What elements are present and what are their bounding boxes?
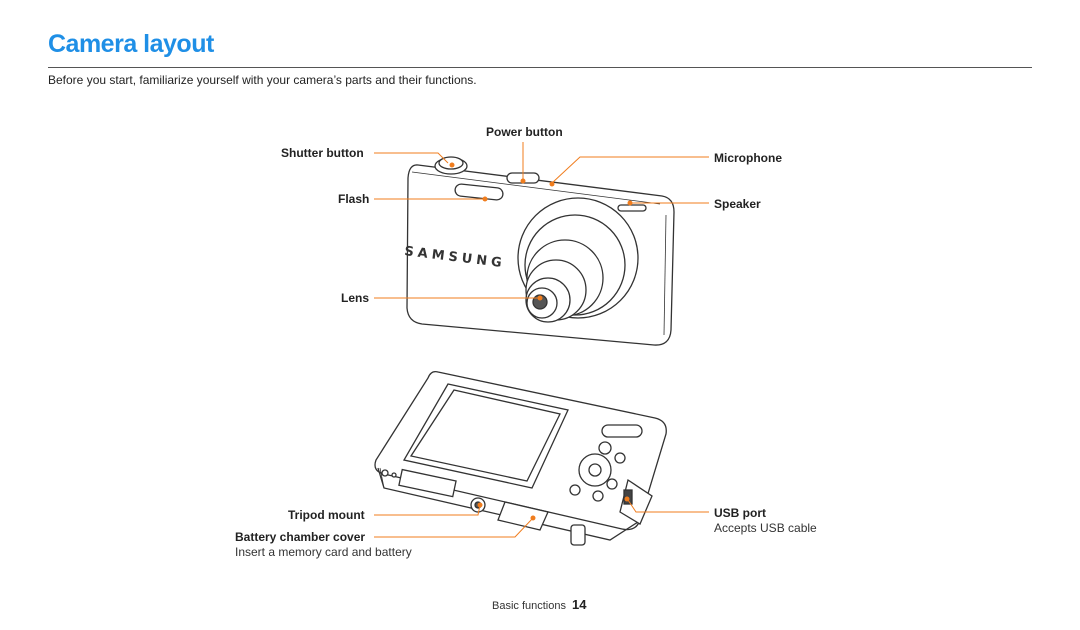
title-divider [48,67,1032,68]
callout-tripod-line [374,504,481,516]
battery-note: Insert a memory card and battery [235,545,412,559]
label-tripod-mount: Tripod mount [288,508,365,522]
callout-shutter-line [374,152,449,164]
page-footer: Basic functions 14 [492,597,586,612]
label-battery-chamber-cover: Battery chamber cover [235,530,366,544]
front-camera [406,156,675,346]
label-speaker: Speaker [714,197,761,211]
page-title: Camera layout [48,30,214,58]
callout-dots [449,162,633,521]
label-lens: Lens [341,291,370,305]
intro-text: Before you start, familiarize yourself w… [48,73,477,87]
label-flash: Flash [338,192,370,206]
label-usb-port: USB port [714,506,766,520]
callout-battery-line [374,517,534,538]
label-power-button: Power button [486,125,563,139]
callout-microphone-line [551,156,709,184]
callout-usb-line [627,499,709,513]
footer-section: Basic functions [492,600,566,612]
back-camera [374,370,667,546]
label-microphone: Microphone [714,151,782,165]
page-number: 14 [571,597,587,612]
usb-note: Accepts USB cable [714,521,817,535]
callout-lines [374,142,709,538]
label-shutter-button: Shutter button [281,146,364,160]
